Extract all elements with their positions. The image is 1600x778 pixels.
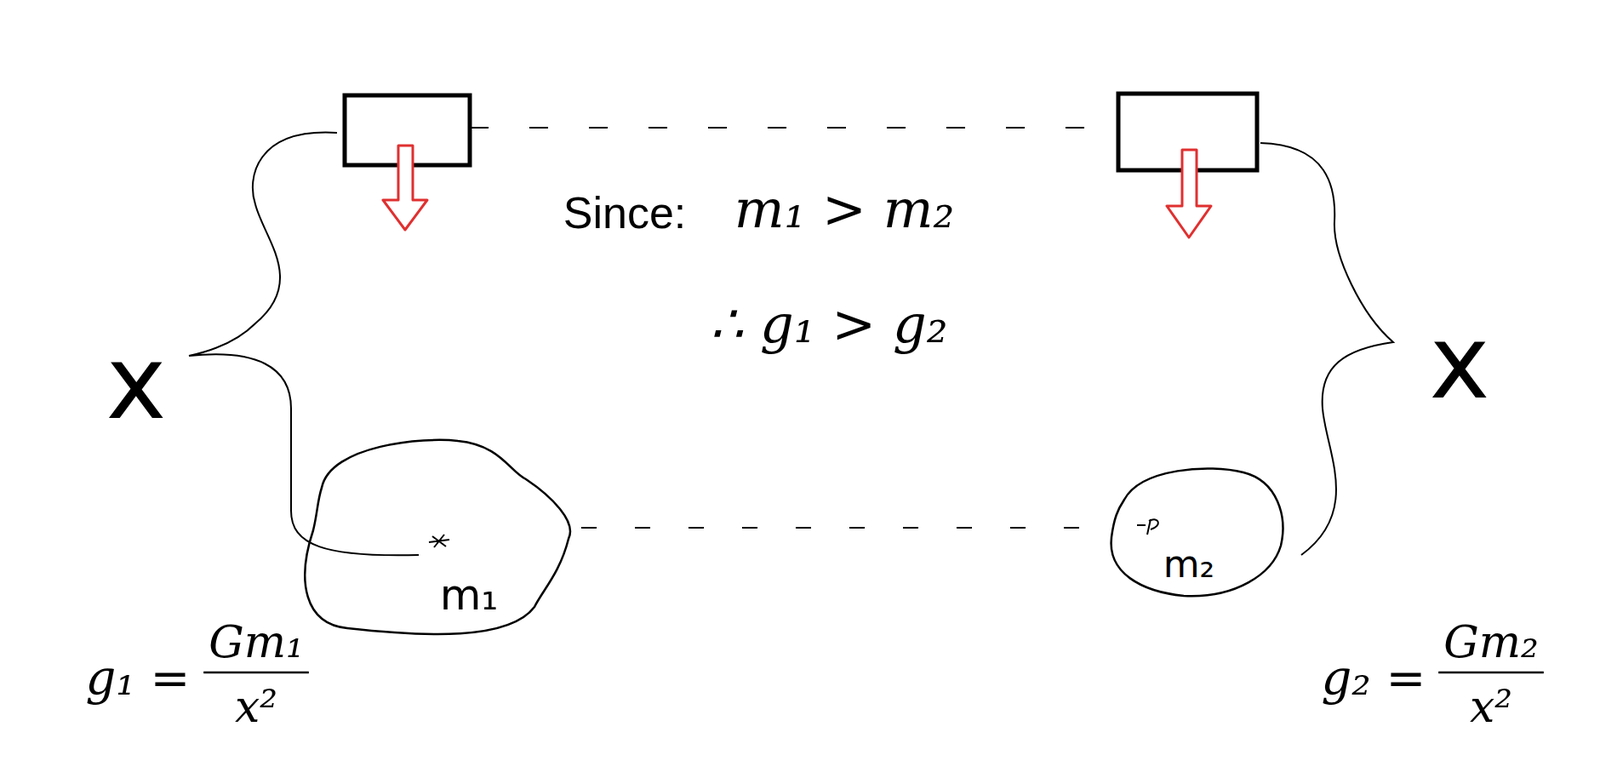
blob-outline-path xyxy=(304,440,571,635)
mass-blob: m₁ xyxy=(296,436,582,641)
math-statement: ∴ g₁ > g₂ xyxy=(709,297,948,351)
mass-label: m₁ xyxy=(440,573,499,617)
blob-outline-path xyxy=(1111,468,1284,596)
weight-arrow xyxy=(1166,149,1212,238)
fraction-denominator: x² xyxy=(1469,684,1513,729)
distance-symbol: x xyxy=(1428,311,1490,414)
dashed-connector xyxy=(581,526,1108,529)
note-text: Since: xyxy=(563,190,687,235)
fraction-numerator: Gm₁ xyxy=(208,619,304,664)
weight-arrow xyxy=(382,145,428,230)
centre-mark xyxy=(428,534,450,548)
math-statement: m₁ > m₂ xyxy=(734,182,955,236)
curly-brace xyxy=(188,132,419,556)
fraction-numerator: Gm₂ xyxy=(1443,619,1539,664)
distance-symbol: x xyxy=(105,331,166,435)
formula-lhs: g₁ = xyxy=(85,654,190,703)
fraction-denominator: x² xyxy=(234,684,278,729)
mass-label: m₂ xyxy=(1163,545,1216,583)
fraction-bar xyxy=(203,671,309,675)
fraction-bar xyxy=(1438,671,1544,675)
curly-brace xyxy=(1260,142,1394,555)
mass-blob: m₂ xyxy=(1107,463,1286,600)
centre-mark xyxy=(1137,519,1159,535)
dashed-line xyxy=(469,126,1119,129)
formula-lhs: g₂ = xyxy=(1320,654,1426,703)
blob-outline xyxy=(296,436,582,641)
